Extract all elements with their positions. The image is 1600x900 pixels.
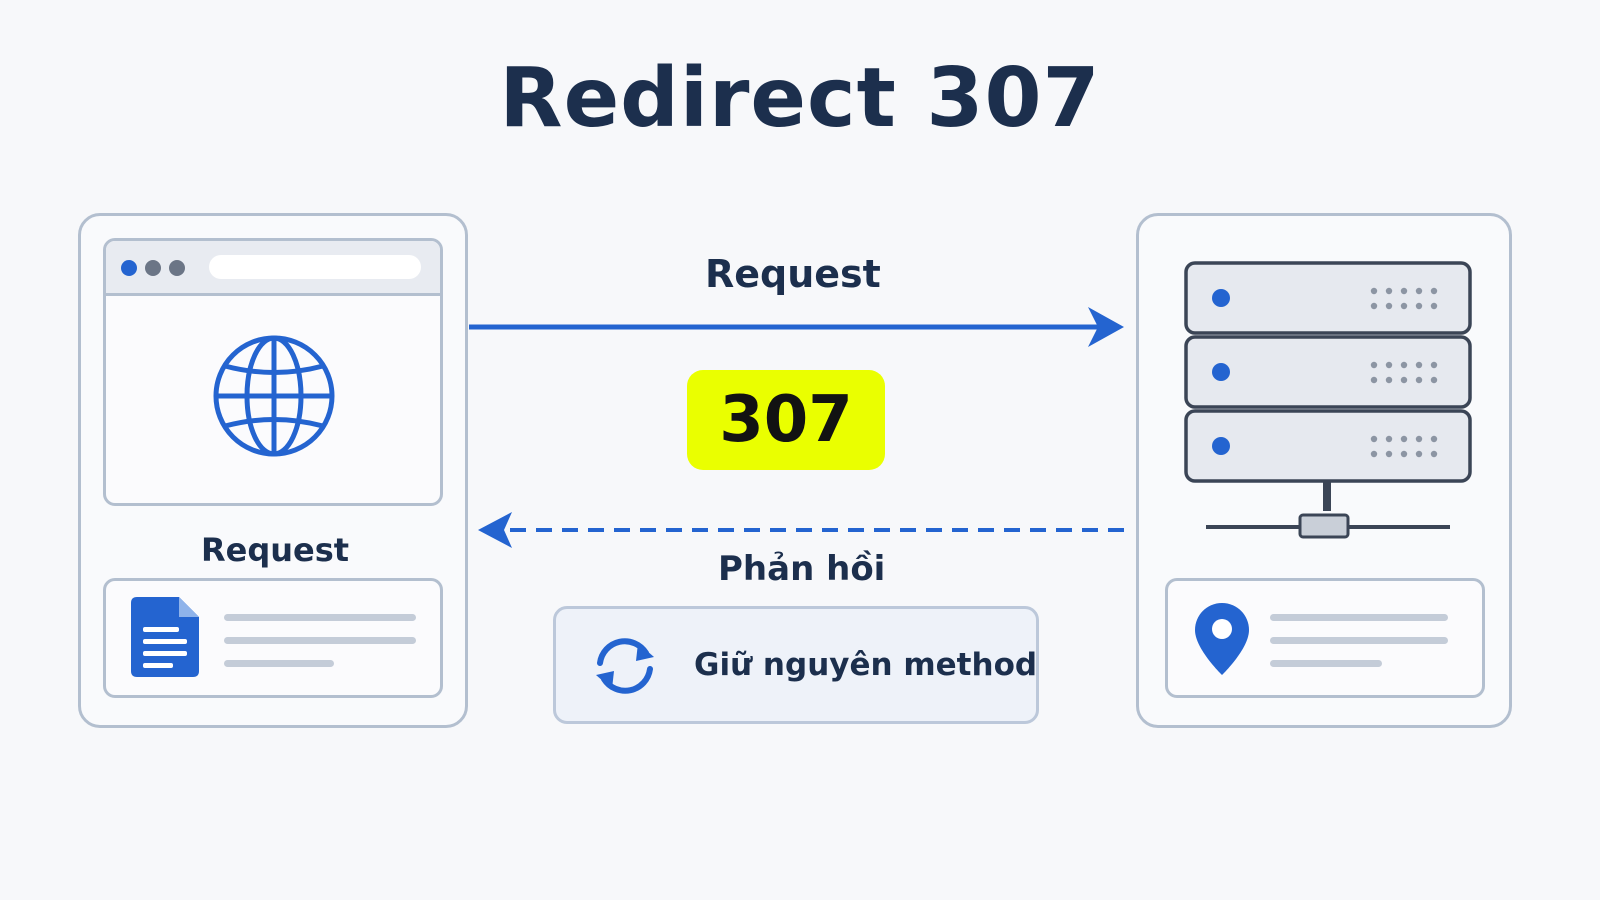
globe-icon	[213, 335, 335, 457]
text-line-placeholder	[224, 660, 334, 667]
document-icon	[131, 597, 199, 677]
window-dot-icon	[145, 260, 161, 276]
location-pin-icon	[1195, 603, 1249, 675]
server-icon	[1184, 261, 1472, 539]
request-arrow-label: Request	[705, 252, 881, 296]
window-dot-icon	[169, 260, 185, 276]
text-line-placeholder	[1270, 660, 1382, 667]
method-note-box: Giữ nguyên method	[553, 606, 1039, 724]
response-arrow	[478, 512, 1124, 548]
request-arrow	[469, 307, 1124, 347]
location-card	[1165, 578, 1485, 698]
request-details-card	[103, 578, 443, 698]
text-line-placeholder	[224, 637, 416, 644]
page-title: Redirect 307	[499, 51, 1101, 146]
refresh-icon	[596, 638, 654, 694]
server-panel	[1136, 213, 1512, 728]
browser-toolbar	[106, 241, 440, 296]
address-bar	[209, 255, 421, 279]
text-line-placeholder	[224, 614, 416, 621]
method-note-text: Giữ nguyên method	[694, 647, 1038, 683]
text-line-placeholder	[1270, 637, 1448, 644]
window-dot-icon	[121, 260, 137, 276]
status-code-badge: 307	[687, 370, 885, 470]
response-label: Phản hồi	[718, 549, 886, 589]
browser-window	[103, 238, 443, 506]
text-line-placeholder	[1270, 614, 1448, 621]
client-request-label: Request	[201, 531, 350, 569]
client-panel: Request	[78, 213, 468, 728]
